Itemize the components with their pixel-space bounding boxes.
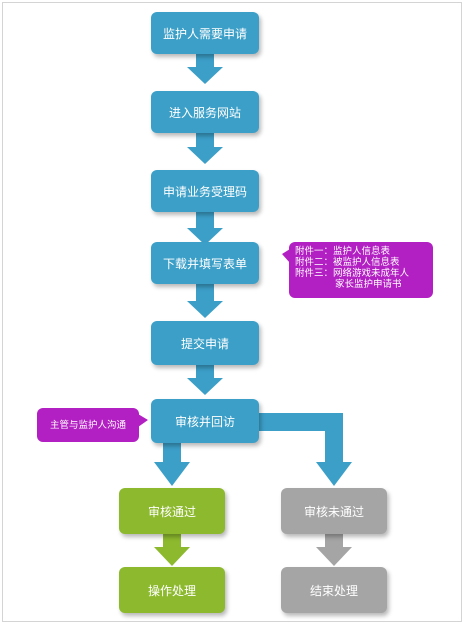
result-fail: 审核未通过 [281,488,387,534]
attachment-1: 附件一：监护人信息表 [295,246,391,257]
step-enter-site-label: 进入服务网站 [168,105,241,120]
arrow-s2-s3 [187,132,223,164]
communicate-note: 主管与监护人沟通 [37,408,139,442]
attachment-3: 附件三：网络游戏未成年人 [295,268,410,279]
arrow-s4-s5 [187,283,223,318]
step-guardian-apply: 监护人需要申请 [151,12,259,54]
step-guardian-apply-label: 监护人需要申请 [162,26,247,41]
step-review-label: 审核并回访 [174,414,235,429]
result-pass-label: 审核通过 [147,504,196,519]
attachment-2: 附件二：被监护人信息表 [295,257,400,268]
communicate-note-label: 主管与监护人沟通 [49,419,126,431]
result-fail-label: 审核未通过 [303,504,364,519]
step-enter-site: 进入服务网站 [151,91,259,133]
attachments-note: 附件一：监护人信息表 附件二：被监护人信息表 附件三：网络游戏未成年人 家长监护… [289,242,433,298]
arrow-s3-s4 [187,212,223,245]
pointer-attachments [282,249,290,263]
final-handle: 操作处理 [119,567,225,613]
step-submit: 提交申请 [151,321,259,365]
result-pass: 审核通过 [119,488,225,534]
arrow-pass-handle [154,533,190,566]
step-apply-code-label: 申请业务受理码 [162,184,247,199]
arrow-s6-pass [154,443,190,486]
final-end-label: 结束处理 [309,583,358,598]
step-submit-label: 提交申请 [180,336,229,351]
final-handle-label: 操作处理 [147,583,196,598]
arrow-s6-fail [257,413,352,486]
step-download-form-label: 下载并填写表单 [162,256,247,271]
arrow-s1-s2 [187,52,223,84]
arrow-s5-s6 [187,364,223,395]
step-download-form: 下载并填写表单 [151,242,259,284]
diagram-frame [2,2,462,622]
attachment-3-continued: 家长监护申请书 [335,279,402,290]
step-apply-code: 申请业务受理码 [151,170,259,212]
arrow-fail-end [316,533,352,566]
step-review: 审核并回访 [151,399,259,443]
pointer-communicate [138,414,148,427]
final-end: 结束处理 [281,567,387,613]
